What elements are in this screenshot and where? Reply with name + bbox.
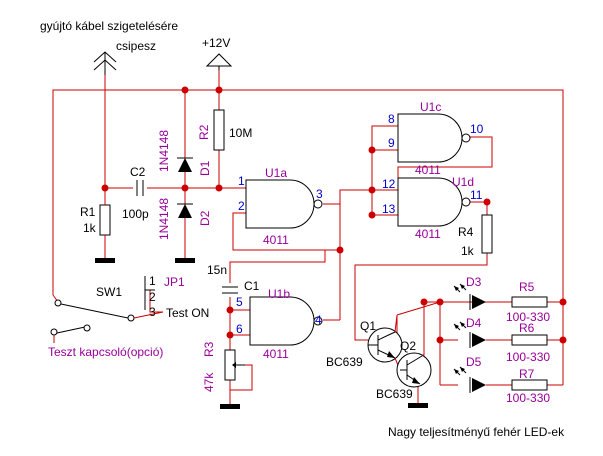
supply-label: +12V [202,36,230,50]
antenna-clip-label: csipesz [116,39,156,53]
u1a-pin1: 1 [238,174,245,188]
q2-transistor [396,352,432,388]
r4-value: 1k [461,244,475,258]
u1d-gate [397,177,463,227]
r7-value: 100-330 [506,391,550,405]
u1d-pin11: 11 [470,188,483,202]
u1c-pin9: 9 [388,136,395,150]
u1c-pin10: 10 [470,122,484,136]
test-on-label: Test ON [166,306,209,320]
r5-value: 100-330 [506,310,550,324]
d2-diode [177,203,193,218]
footer-caption: Nagy teljesítményű fehér LED-ek [388,425,565,439]
r7-body [511,379,548,391]
jp1-ref: JP1 [164,275,185,289]
d1-diode [177,157,193,172]
antenna-note: gyújtó kábel szigetelésére [40,19,178,33]
d4-led [453,321,486,348]
r1-ref: R1 [80,205,96,219]
d3-ref: D3 [466,275,482,289]
u1a-pin2: 2 [238,199,245,213]
d4-ref: D4 [466,316,482,330]
r4-body [481,214,493,254]
r6-value: 100-330 [506,350,550,364]
u1c-pin8: 8 [388,112,395,126]
u1b-pin4: 4 [315,313,322,327]
u1c-value: 4011 [415,163,441,177]
q1-ref: Q1 [360,319,376,333]
r1-value: 1k [83,221,97,235]
u1b-ref: U1b [268,287,290,301]
c2-ref: C2 [130,165,146,179]
u1d-pin12: 12 [382,177,396,191]
d2-ground [175,258,195,263]
r3-ref: R3 [202,341,216,357]
d1-ref: D1 [198,160,212,176]
junctions [101,86,567,344]
c1-value: 15n [207,263,227,277]
d1-value: 1N4148 [157,130,171,172]
antenna-symbol [93,51,117,75]
c1-ref: C1 [244,279,260,293]
r4-ref: R4 [458,225,474,239]
u1c-ref: U1c [420,100,441,114]
q2-ground [408,403,428,408]
d2-value: 1N4148 [157,198,171,240]
c2-capacitor [136,180,144,196]
u1b-gate [249,296,315,346]
jp1-pin1: 1 [149,274,156,288]
r5-body [511,296,548,308]
c1-capacitor [222,286,238,294]
jp1-pin3: 3 [149,305,156,319]
u1b-pin6: 6 [236,322,243,336]
u1b-pin5: 5 [236,295,243,309]
u1d-pin13: 13 [382,202,396,216]
r6-body [511,334,548,346]
r2-body [213,109,225,151]
r5-ref: R5 [519,280,535,294]
d5-ref: D5 [466,355,482,369]
q1-transistor [367,327,403,363]
sw1-switch[interactable] [52,294,164,322]
r1-body [99,204,111,236]
q2-value: BC639 [376,387,413,401]
r2-ref: R2 [197,124,211,140]
jp1-pin2: 2 [149,290,156,304]
q2-ref: Q2 [400,339,416,353]
r6-ref: R6 [519,321,535,335]
r3-ground [220,404,240,409]
u1d-ref: U1d [452,175,474,189]
sw1-ref: SW1 [96,285,122,299]
jp1-jumper[interactable] [144,276,155,310]
c2-value: 100p [122,207,149,221]
r3-value: 47k [202,372,216,392]
d5-led [453,366,486,393]
d2-ref: D2 [198,210,212,226]
u1a-pin3: 3 [316,187,323,201]
d3-led [453,283,486,310]
u1a-gate [245,179,315,229]
supply-symbol [205,53,233,70]
test-switch[interactable] [50,324,91,343]
q1-value: BC639 [326,355,363,369]
u1c-gate [397,113,463,163]
r1-ground [95,258,115,263]
u1d-value: 4011 [415,227,441,241]
u1b-value: 4011 [263,347,289,361]
test-switch-note: Teszt kapcsoló(opció) [48,345,163,359]
u1a-ref: U1a [265,166,287,180]
r2-value: 10M [229,126,252,140]
r7-ref: R7 [519,367,535,381]
u1a-value: 4011 [263,233,289,247]
